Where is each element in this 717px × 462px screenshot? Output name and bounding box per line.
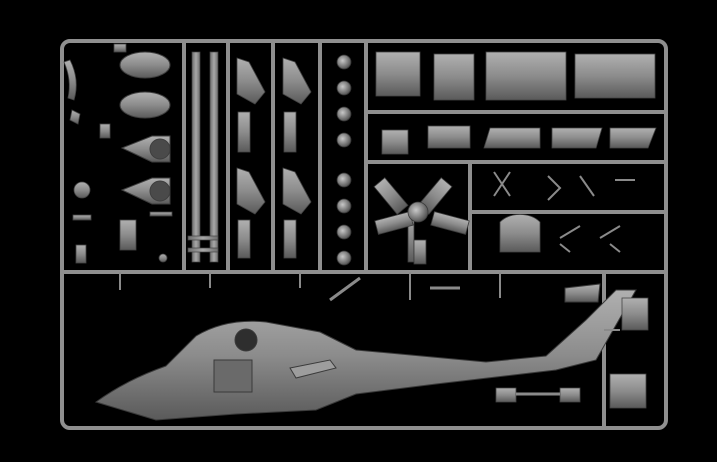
stub-wing-parts [236, 57, 312, 259]
rotor-head [373, 177, 470, 265]
canopy-parts [381, 125, 657, 155]
wheel-parts [336, 54, 352, 266]
small-detail-parts [493, 171, 635, 253]
lower-right-parts [430, 286, 649, 409]
engine-pods [119, 51, 171, 205]
sprue-frame [60, 39, 668, 430]
helicopter-fuselage [94, 276, 637, 421]
fuselage-panels [375, 51, 656, 101]
left-column-parts [63, 43, 173, 264]
sprue-gates [119, 272, 620, 331]
rotor-blade-strips [187, 51, 219, 263]
